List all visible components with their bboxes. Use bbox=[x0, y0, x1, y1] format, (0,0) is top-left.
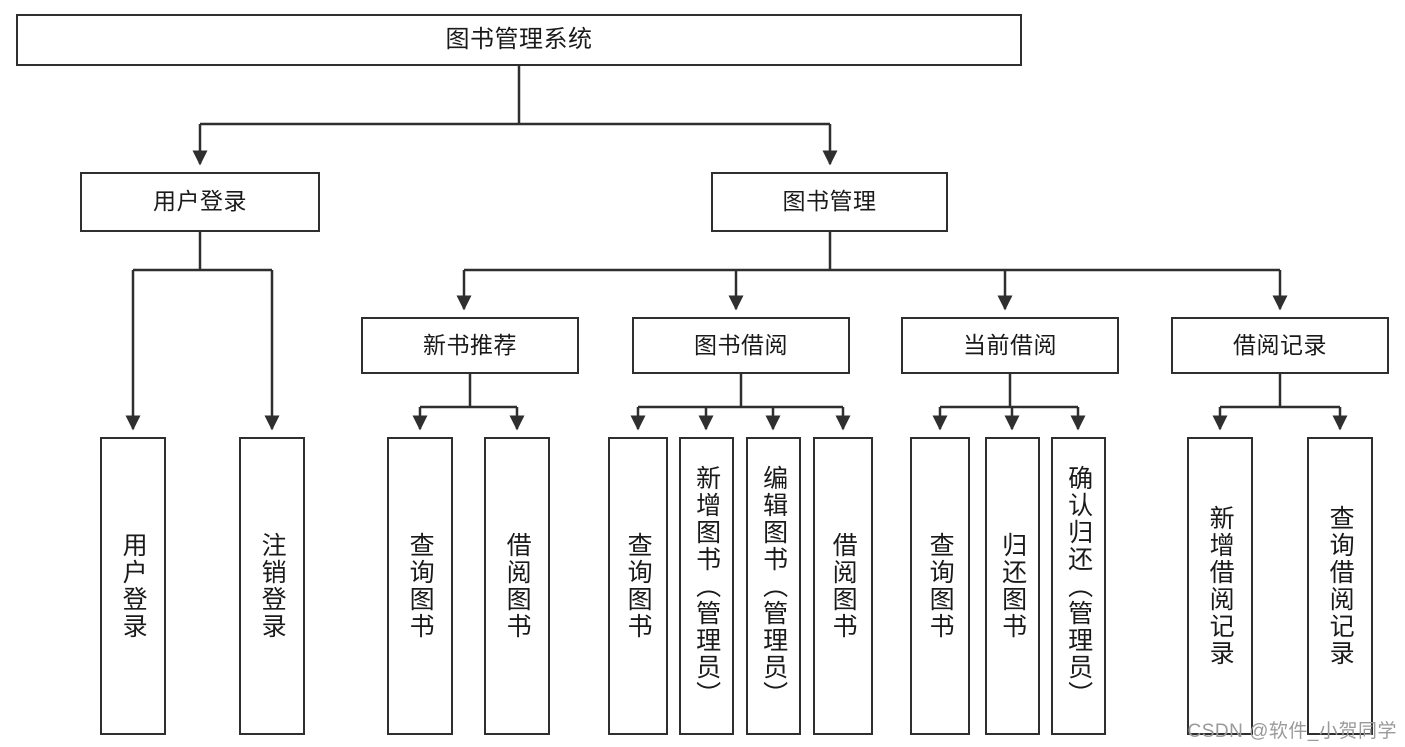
node-leaf-confirm-return-label: 确认归还（管理员） bbox=[1064, 464, 1093, 708]
node-leaf-borrow-book-bor[interactable]: 借阅图书 bbox=[813, 437, 873, 735]
node-leaf-user-login[interactable]: 用户登录 bbox=[100, 437, 166, 735]
node-borrow-record-label: 借阅记录 bbox=[1233, 331, 1327, 358]
node-leaf-user-login-label: 用户登录 bbox=[119, 532, 148, 640]
node-leaf-add-book[interactable]: 新增图书（管理员） bbox=[679, 437, 734, 735]
node-book-borrow-label: 图书借阅 bbox=[694, 331, 788, 358]
node-leaf-borrow-book-rec[interactable]: 借阅图书 bbox=[484, 437, 550, 735]
node-leaf-query-record-label: 查询借阅记录 bbox=[1326, 505, 1355, 667]
node-leaf-add-record[interactable]: 新增借阅记录 bbox=[1187, 437, 1253, 735]
watermark-text: CSDN @软件_小贺同学 bbox=[1187, 721, 1397, 742]
node-leaf-edit-book-label: 编辑图书（管理员） bbox=[759, 464, 788, 708]
node-leaf-add-book-label: 新增图书（管理员） bbox=[692, 464, 721, 708]
node-leaf-query-book-rec-label: 查询图书 bbox=[406, 532, 435, 640]
node-leaf-query-book-cur-label: 查询图书 bbox=[926, 532, 955, 640]
node-leaf-query-book-bor[interactable]: 查询图书 bbox=[608, 437, 668, 735]
node-new-book-recommend-label: 新书推荐 bbox=[423, 331, 517, 358]
node-root[interactable]: 图书管理系统 bbox=[16, 14, 1022, 66]
node-leaf-return-book[interactable]: 归还图书 bbox=[985, 437, 1040, 735]
node-book-borrow[interactable]: 图书借阅 bbox=[632, 317, 850, 374]
node-leaf-logout[interactable]: 注销登录 bbox=[239, 437, 305, 735]
node-leaf-query-book-bor-label: 查询图书 bbox=[624, 532, 653, 640]
node-book-management-label: 图书管理 bbox=[782, 188, 877, 215]
node-leaf-logout-label: 注销登录 bbox=[258, 532, 287, 640]
node-user-login-label: 用户登录 bbox=[153, 188, 247, 215]
node-leaf-edit-book[interactable]: 编辑图书（管理员） bbox=[746, 437, 801, 735]
node-leaf-query-record[interactable]: 查询借阅记录 bbox=[1307, 437, 1373, 735]
node-leaf-add-record-label: 新增借阅记录 bbox=[1206, 505, 1235, 667]
node-borrow-record[interactable]: 借阅记录 bbox=[1171, 317, 1389, 374]
node-leaf-borrow-book-bor-label: 借阅图书 bbox=[829, 532, 858, 640]
node-current-borrow[interactable]: 当前借阅 bbox=[901, 317, 1119, 374]
node-book-management[interactable]: 图书管理 bbox=[711, 172, 948, 232]
node-root-label: 图书管理系统 bbox=[445, 25, 593, 53]
node-leaf-query-book-cur[interactable]: 查询图书 bbox=[910, 437, 970, 735]
node-leaf-query-book-rec[interactable]: 查询图书 bbox=[387, 437, 453, 735]
node-leaf-borrow-book-rec-label: 借阅图书 bbox=[503, 532, 532, 640]
node-leaf-return-book-label: 归还图书 bbox=[998, 532, 1027, 640]
node-leaf-confirm-return[interactable]: 确认归还（管理员） bbox=[1051, 437, 1106, 735]
node-new-book-recommend[interactable]: 新书推荐 bbox=[361, 317, 579, 374]
node-current-borrow-label: 当前借阅 bbox=[963, 331, 1057, 358]
node-user-login[interactable]: 用户登录 bbox=[80, 172, 320, 232]
